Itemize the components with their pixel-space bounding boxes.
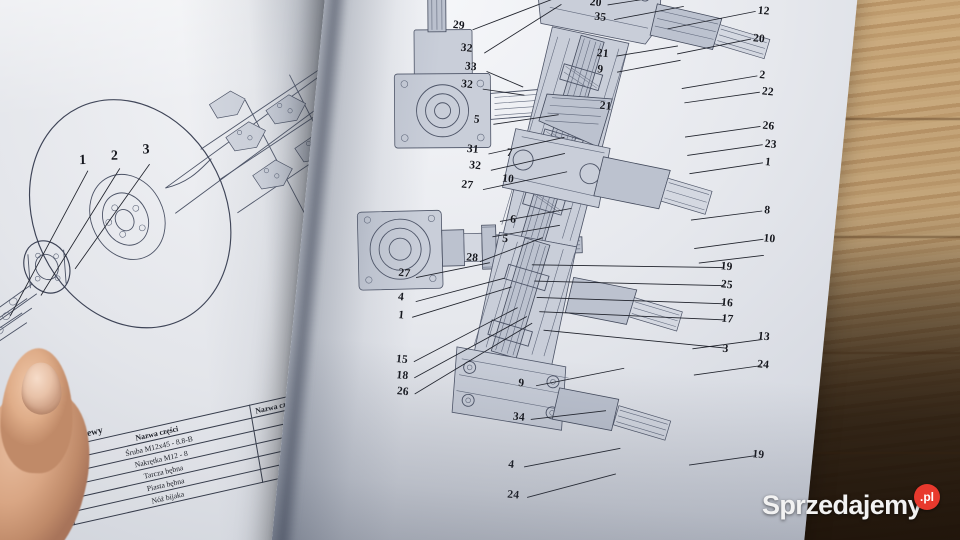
callout-left-2: 2 xyxy=(110,148,119,164)
callout-23: 23 xyxy=(764,137,778,152)
callout-16: 16 xyxy=(720,296,734,310)
callout-21: 21 xyxy=(596,47,610,61)
callout-27: 27 xyxy=(460,178,474,192)
callout-1b: 1 xyxy=(764,156,772,169)
callout-20b: 20 xyxy=(752,32,766,46)
right-page: Tablica 19 Skrzynka przekładniowa adapte… xyxy=(269,0,861,540)
callout-32: 32 xyxy=(460,41,474,55)
callout-33: 33 xyxy=(464,60,478,74)
gearbox-section-drawing xyxy=(356,0,771,498)
callout-26b: 26 xyxy=(761,119,775,133)
callout-12: 12 xyxy=(757,4,771,18)
callout-3: 3 xyxy=(721,342,730,356)
callout-10b: 10 xyxy=(762,232,776,246)
callout-28: 28 xyxy=(465,251,479,265)
callout-left-1: 1 xyxy=(79,152,87,169)
callout-10: 10 xyxy=(501,172,515,186)
callout-20: 20 xyxy=(589,0,603,10)
callout-29: 29 xyxy=(452,18,466,33)
callout-31: 31 xyxy=(466,142,480,157)
callout-24: 24 xyxy=(756,358,770,372)
callout-32c: 32 xyxy=(468,159,482,173)
callout-9: 9 xyxy=(596,63,604,76)
callout-21b: 21 xyxy=(599,99,613,113)
callout-22: 22 xyxy=(761,85,775,99)
left-page: 1 2 3 Tablica 18 Bęben lewy Poz. na Rys.… xyxy=(0,0,373,540)
callout-5b: 5 xyxy=(501,232,509,246)
watermark-badge: .pl xyxy=(913,484,940,510)
callout-35b: 35 xyxy=(593,10,607,24)
watermark-text: Sprzedajemy xyxy=(762,489,923,520)
callout-left-3: 3 xyxy=(142,142,150,158)
callout-7: 7 xyxy=(506,146,514,160)
callout-17: 17 xyxy=(720,312,734,326)
callout-2: 2 xyxy=(758,69,766,82)
callout-13: 13 xyxy=(757,330,771,344)
callout-8: 8 xyxy=(763,204,771,217)
watermark: Sprzedajemy .pl xyxy=(762,484,940,522)
callout-25: 25 xyxy=(720,278,734,292)
callout-19b: 19 xyxy=(720,260,734,274)
callout-32b: 32 xyxy=(460,78,474,92)
callout-6: 6 xyxy=(509,213,517,226)
callout-5: 5 xyxy=(473,113,481,126)
